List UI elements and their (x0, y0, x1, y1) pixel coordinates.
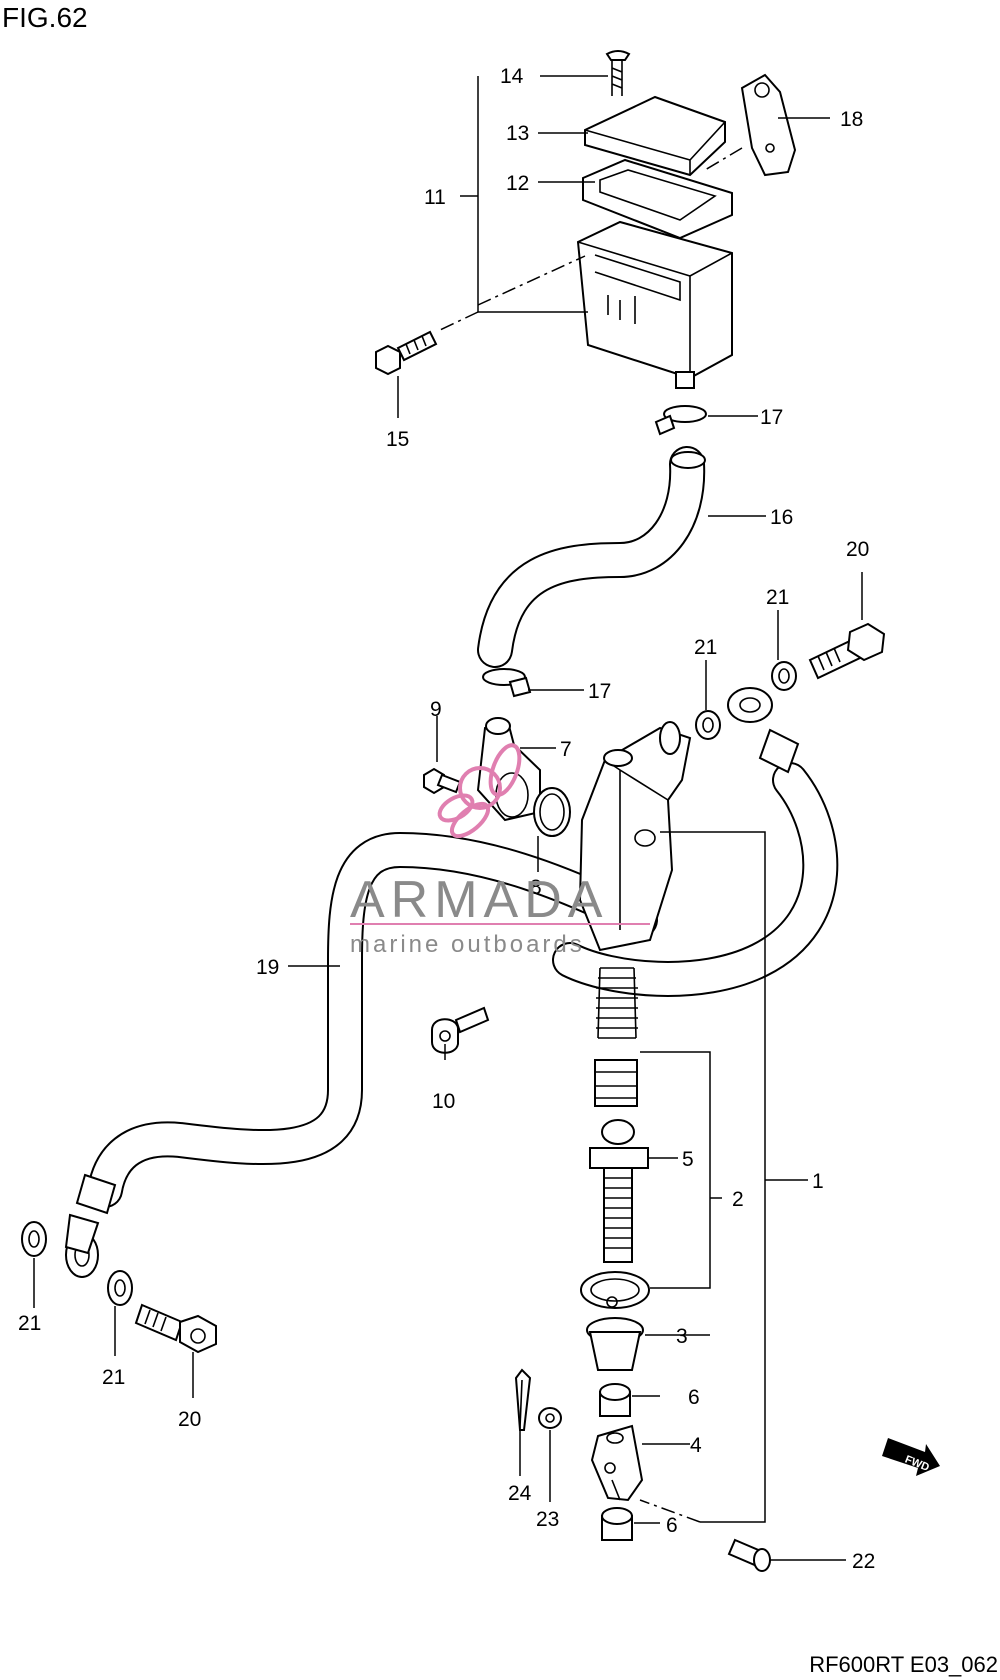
callout-18: 18 (840, 108, 863, 131)
washer-21-b-hole (778, 668, 790, 684)
callout-23: 23 (536, 1508, 559, 1531)
callout-5: 5 (682, 1148, 694, 1171)
union-7 (476, 717, 541, 822)
callout-24: 24 (508, 1482, 532, 1505)
clamp-17-upper (654, 405, 707, 436)
callout-16: 16 (770, 506, 793, 529)
callout-21-upper-b: 21 (766, 586, 789, 609)
master-cylinder-body-1 (578, 721, 692, 952)
watermark-tagline: marine outboards (350, 931, 585, 958)
callout-numbers: 14 13 12 11 18 15 17 16 20 21 21 17 9 7 … (18, 65, 875, 1573)
figure-title: FIG.62 (2, 2, 88, 33)
callout-6-upper: 6 (688, 1386, 700, 1409)
washer-21-d (107, 1270, 133, 1306)
washer-21-d-hole (114, 1279, 126, 1297)
callout-4: 4 (690, 1434, 702, 1457)
callout-12: 12 (506, 172, 529, 195)
reservoir-screw-14 (605, 50, 631, 96)
cotter-pin-24 (514, 1368, 532, 1431)
reservoir-cap-13 (584, 95, 726, 177)
callout-15: 15 (386, 428, 409, 451)
fwd-direction-badge: FWD (882, 1438, 940, 1476)
callout-19: 19 (256, 956, 279, 979)
diaphragm-12 (582, 158, 733, 240)
callout-21-lower-d: 21 (102, 1366, 125, 1389)
snap-ring (580, 1271, 650, 1309)
washer-21-b (771, 661, 797, 691)
washer-21-a-hole (702, 717, 714, 733)
callout-20-upper: 20 (846, 538, 869, 561)
push-rod-5 (589, 1119, 649, 1263)
banjo-bolt-20-a (808, 622, 886, 680)
watermark-brand: ARMADA (350, 871, 608, 929)
bracket-18 (740, 73, 797, 177)
washer-21-c (21, 1221, 47, 1257)
nut-6-upper (599, 1383, 631, 1417)
armada-watermark: ARMADA marine outboards (350, 743, 650, 958)
callout-21-lower-c: 21 (18, 1312, 41, 1335)
washer-21-c-hole (28, 1230, 40, 1248)
callout-11: 11 (424, 186, 446, 209)
leader-lines (33, 75, 863, 1561)
clamp-17-lower (482, 668, 532, 698)
callout-2: 2 (732, 1188, 744, 1211)
callout-14: 14 (500, 65, 524, 88)
callout-3: 3 (676, 1325, 688, 1348)
callout-9: 9 (430, 698, 442, 721)
spring (596, 967, 638, 1039)
callout-7: 7 (560, 738, 572, 761)
callout-21-upper-a: 21 (694, 636, 717, 659)
pin-22 (727, 1538, 771, 1572)
hose-16 (477, 446, 706, 668)
callout-8: 8 (530, 876, 542, 899)
piston-cup (594, 1059, 638, 1107)
boot-3 (586, 1317, 644, 1371)
o-ring-8 (533, 787, 571, 837)
bolt-10 (431, 1006, 490, 1054)
clevis-4 (590, 1424, 644, 1502)
bolt-15 (375, 330, 438, 376)
reservoir-body-11 (576, 220, 733, 389)
drawing-code: RF600RT E03_062 (809, 1652, 998, 1677)
hose-19 (64, 831, 658, 1278)
bolt-9 (423, 767, 462, 795)
banjo-bolt-20-b (134, 1303, 217, 1354)
callout-1: 1 (812, 1170, 824, 1193)
nut-6-lower (601, 1507, 633, 1541)
callout-17-lower: 17 (588, 680, 611, 703)
washer-23 (538, 1407, 562, 1429)
callout-6-lower: 6 (666, 1514, 678, 1537)
armada-logo-icon (437, 743, 522, 839)
callout-17-upper: 17 (760, 406, 783, 429)
banjo-hose-right (552, 687, 839, 997)
washer-21-a (695, 710, 721, 740)
callout-22: 22 (852, 1550, 875, 1573)
callout-13: 13 (506, 122, 529, 145)
callout-10: 10 (432, 1090, 455, 1113)
callout-20-lower: 20 (178, 1408, 201, 1431)
